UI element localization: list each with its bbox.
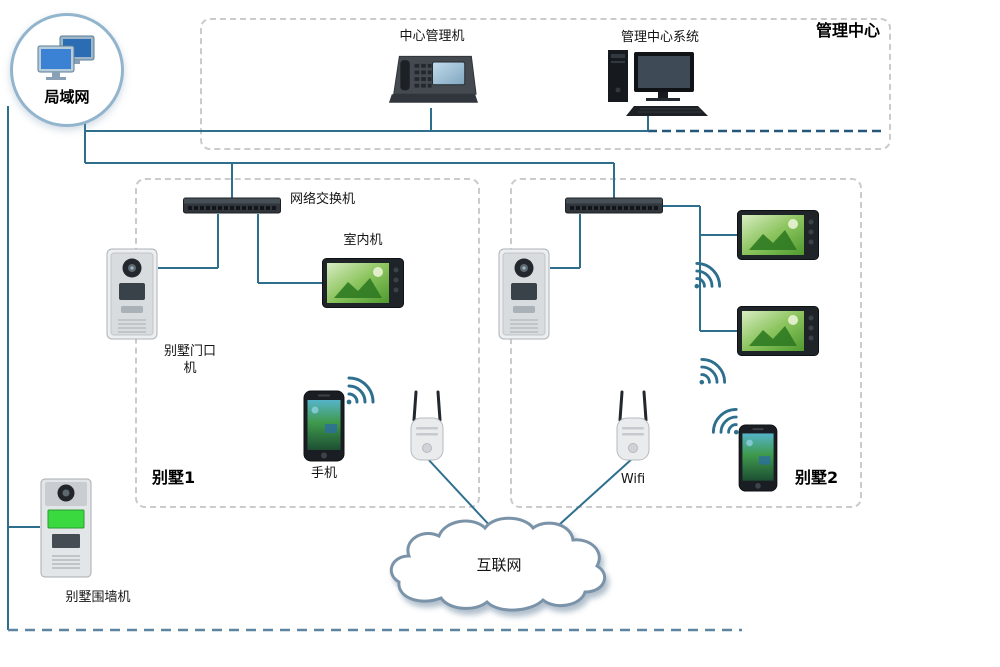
central-manager-label: 中心管理机 [399,29,465,44]
central-manager-device [388,50,478,110]
indoor-unit-icon [322,258,404,308]
mobile-phone-icon [738,424,778,492]
indoor-unit-icon [737,306,819,356]
lan-label: 局域网 [44,87,90,106]
network-switch1-device [183,197,281,214]
mobile-phone-icon [303,390,345,462]
cloud-icon [389,516,607,612]
network-switch-label: 网络交换机 [290,192,356,207]
villa1-title: 别墅1 [152,468,196,487]
management-system-device [600,46,710,118]
router2-device [608,390,658,462]
villa1-box [135,178,480,508]
management-system-icon [608,50,708,116]
indoor-monitor2-device [737,306,819,356]
management-title: 管理中心 [815,21,880,40]
door-station-label: 别墅门口机 [163,344,216,376]
internet-label: 互联网 [476,556,522,574]
monitor1-wifi-waves-icon [693,252,731,294]
management-system-label: 管理中心系统 [620,30,699,45]
phone1-wifi-waves-icon [345,366,385,410]
central-manager-icon [388,55,478,103]
indoor-monitor1-device [737,210,819,260]
monitor2-wifi-waves-icon [698,348,736,390]
lan-node: 局域网 [10,13,124,127]
phone2-wifi-waves-icon [702,398,740,440]
network-switch2-device [565,197,663,214]
indoor-unit-label: 室内机 [343,233,383,248]
door-station-icon [498,248,550,340]
perimeter-station-device [40,478,92,578]
network-switch-icon [565,197,663,214]
perimeter-station-icon [40,478,92,578]
perimeter-station-label: 别墅围墙机 [65,590,131,605]
mobile-phone2-device [738,424,778,492]
wifi-label: Wifi [620,472,646,487]
network-switch-icon [183,197,281,214]
door-station1-device [106,248,158,340]
villa2-box [510,178,862,508]
indoor-unit-icon [737,210,819,260]
router-icon [410,390,444,461]
villa2-title: 别墅2 [795,468,839,487]
router-icon [616,390,650,461]
mobile-phone-label: 手机 [310,466,337,481]
mobile-phone1-device [303,390,345,462]
lan-computers-icon [36,34,98,90]
door-station-icon [106,248,158,340]
door-station2-device [498,248,550,340]
internet-cloud [383,512,615,618]
indoor-unit-device [322,258,404,308]
router1-device [402,390,452,462]
management-center-box [200,18,891,150]
